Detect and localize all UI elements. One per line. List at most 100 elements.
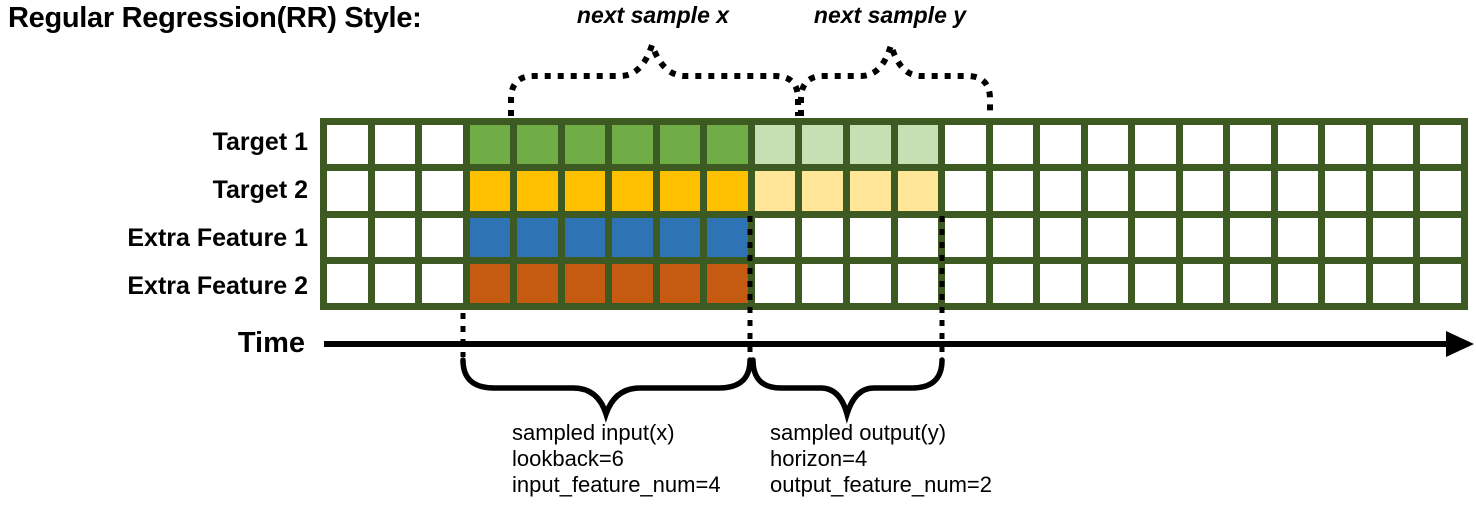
grid-cell: [707, 125, 748, 165]
grid-cell: [897, 125, 939, 165]
grid-cell: [374, 171, 416, 211]
grid-cell: [1135, 217, 1176, 257]
grid-cell: [422, 171, 463, 211]
grid-cell: [469, 125, 511, 165]
sampled-output-annotation: sampled output(y) horizon=4 output_featu…: [770, 420, 992, 498]
grid-cell: [1230, 263, 1271, 303]
grid-cell: [992, 171, 1034, 211]
grid-cell: [945, 125, 986, 165]
grid-cell: [1277, 217, 1319, 257]
grid-cell: [1040, 171, 1081, 211]
grid-cell: [564, 263, 606, 303]
grid-cell: [659, 171, 701, 211]
grid-cell: [897, 217, 939, 257]
grid-cell: [802, 171, 843, 211]
grid-cell: [707, 263, 748, 303]
time-series-grid: [320, 118, 1468, 310]
grid-cell: [469, 171, 511, 211]
grid-cell: [1325, 171, 1366, 211]
time-axis-arrowhead: [1446, 331, 1474, 357]
grid-cell: [1325, 125, 1366, 165]
grid-cell: [517, 171, 558, 211]
grid-cell: [374, 217, 416, 257]
grid-cell: [1182, 217, 1224, 257]
grid-cell: [1087, 263, 1129, 303]
grid-cell: [1372, 217, 1414, 257]
lookback-value: lookback=6: [512, 446, 624, 471]
grid-cell: [1087, 171, 1129, 211]
grid-cell: [612, 263, 653, 303]
grid-cell: [1040, 263, 1081, 303]
row-label: Extra Feature 1: [127, 224, 308, 252]
grid-cell: [469, 263, 511, 303]
next-sample-y-brace: [798, 34, 993, 116]
grid-cell: [1277, 125, 1319, 165]
grid-cell: [897, 263, 939, 303]
grid-cell: [517, 217, 558, 257]
grid-cell: [754, 217, 796, 257]
grid-cell: [754, 171, 796, 211]
grid-cell: [517, 263, 558, 303]
grid-cell: [1182, 125, 1224, 165]
grid-cell: [1230, 171, 1271, 211]
row-label: Target 2: [212, 176, 308, 204]
next-sample-x-brace: [508, 35, 801, 116]
sampled-input-title: sampled input(x): [512, 420, 675, 445]
grid-cell: [1277, 171, 1319, 211]
grid-cell: [327, 171, 368, 211]
grid-cell: [1420, 125, 1461, 165]
grid-cell: [1182, 263, 1224, 303]
grid-cell: [802, 125, 843, 165]
grid-cell: [992, 263, 1034, 303]
grid-cell: [1040, 125, 1081, 165]
grid-cell: [1372, 125, 1414, 165]
grid-cell: [1230, 125, 1271, 165]
sampled-output-brace: [750, 357, 945, 424]
grid-cell: [945, 171, 986, 211]
grid-cell: [422, 217, 463, 257]
grid-cell: [612, 217, 653, 257]
grid-cell: [612, 171, 653, 211]
grid-cell: [659, 263, 701, 303]
grid-cell: [327, 125, 368, 165]
grid-cell: [659, 125, 701, 165]
output-feature-num-value: output_feature_num=2: [770, 472, 993, 497]
sampled-input-brace: [460, 357, 753, 423]
grid-cell: [1325, 217, 1366, 257]
grid-cell: [945, 263, 986, 303]
grid-cell: [1087, 125, 1129, 165]
grid-cell: [1135, 125, 1176, 165]
grid-cell: [517, 125, 558, 165]
grid-cell: [1372, 263, 1414, 303]
row-label: Target 1: [212, 128, 308, 156]
grid-cell: [374, 125, 416, 165]
input-feature-num-value: input_feature_num=4: [512, 472, 721, 497]
grid-cell: [849, 217, 891, 257]
grid-cell: [327, 217, 368, 257]
grid-cell: [707, 171, 748, 211]
grid-cell: [659, 217, 701, 257]
grid-cell: [1135, 171, 1176, 211]
sampled-output-title: sampled output(y): [770, 420, 947, 445]
horizon-value: horizon=4: [770, 446, 868, 471]
grid-cell: [707, 217, 748, 257]
grid-cell: [564, 217, 606, 257]
grid-cell: [1372, 171, 1414, 211]
grid-cell: [897, 171, 939, 211]
grid-cell: [1277, 263, 1319, 303]
grid-cell: [945, 217, 986, 257]
grid-cell: [612, 125, 653, 165]
grid-cell: [849, 125, 891, 165]
grid-cell: [1182, 171, 1224, 211]
sampled-input-annotation: sampled input(x) lookback=6 input_featur…: [512, 420, 721, 498]
grid-cell: [1230, 217, 1271, 257]
grid-cell: [849, 263, 891, 303]
grid-cell: [802, 217, 843, 257]
next-sample-x-label: next sample x: [576, 2, 730, 28]
grid-cell: [1040, 217, 1081, 257]
grid-cell: [1325, 263, 1366, 303]
next-sample-y-label: next sample y: [813, 2, 967, 28]
grid-cell: [1087, 217, 1129, 257]
grid-cell: [1420, 263, 1461, 303]
page-title: Regular Regression(RR) Style:: [8, 2, 422, 34]
